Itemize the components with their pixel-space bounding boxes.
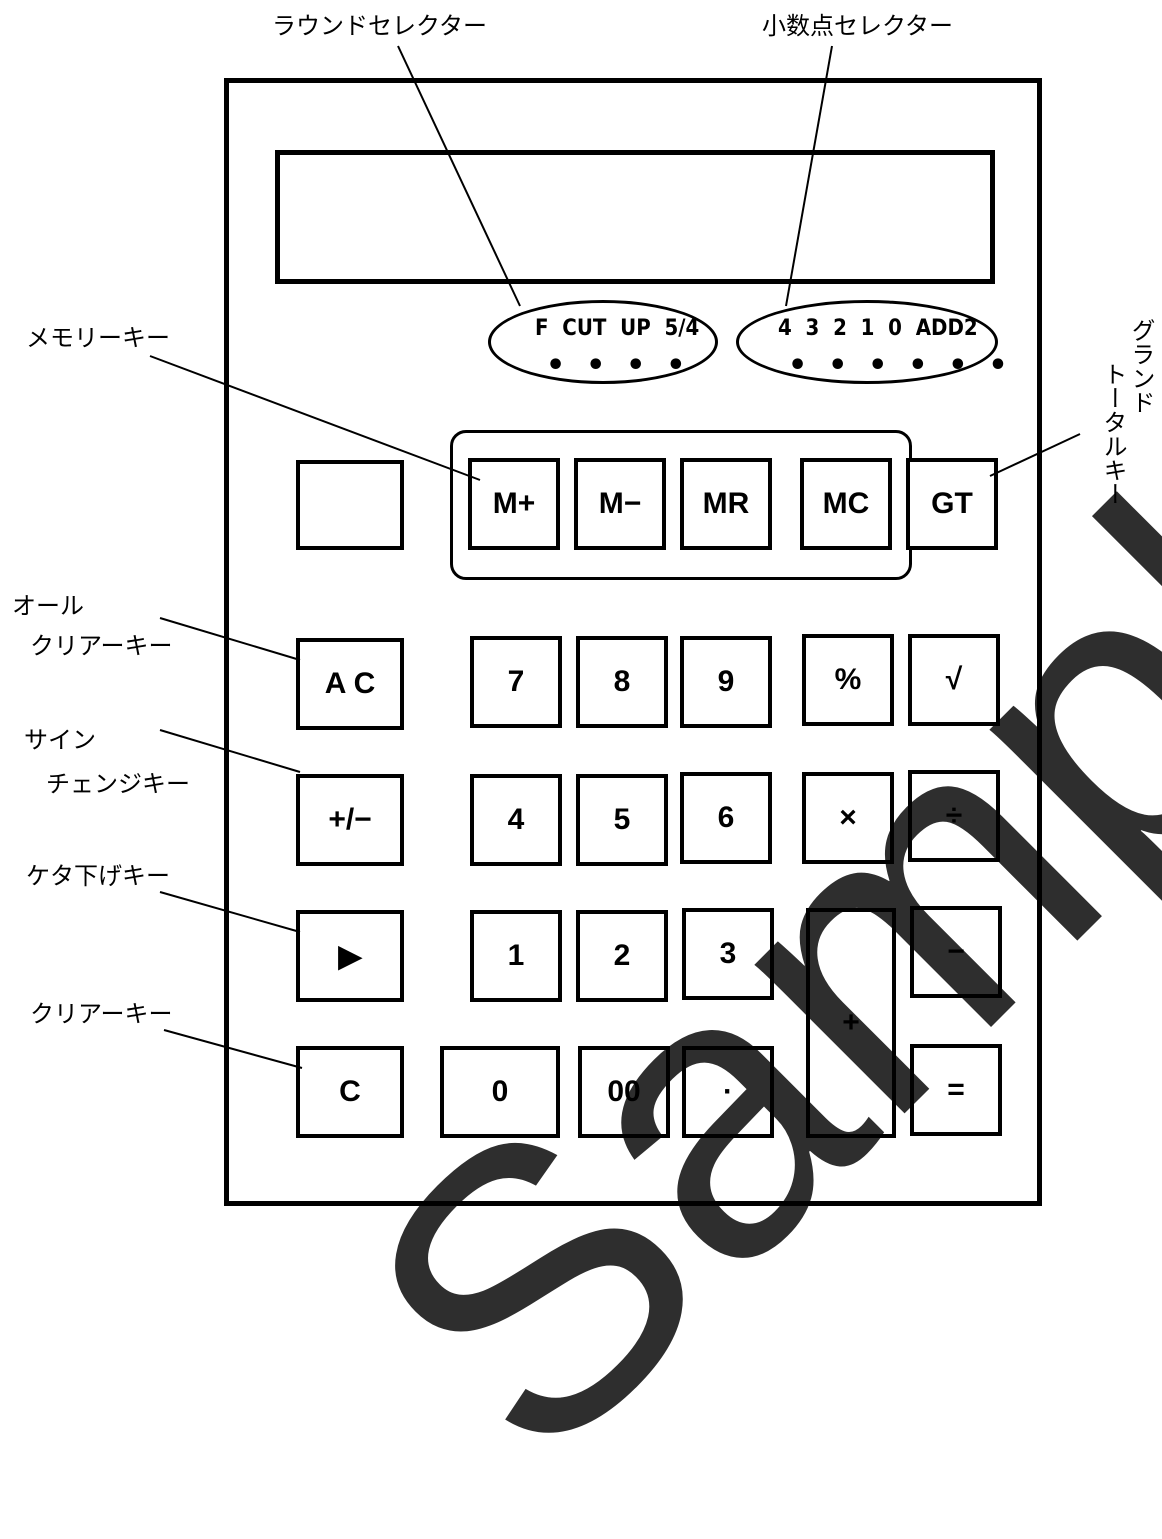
ac-key[interactable]: A C xyxy=(296,638,404,730)
sign-change-label-line2: チェンジキー xyxy=(46,770,190,798)
round-selector-dots: • • • • xyxy=(546,348,686,383)
equals-key[interactable]: = xyxy=(910,1044,1002,1136)
all-clear-label-line1: オール xyxy=(12,592,84,620)
digit-shift-leader xyxy=(159,891,301,933)
m-minus-key-label: M− xyxy=(598,487,642,520)
clear-key-callout-label: クリアーキー xyxy=(30,1000,173,1028)
m-minus-key[interactable]: M− xyxy=(574,458,666,550)
key-7-label: 7 xyxy=(507,665,525,698)
calculator-body xyxy=(224,78,1042,1206)
percent-key[interactable]: % xyxy=(802,634,894,726)
key-5[interactable]: 5 xyxy=(576,774,668,866)
sqrt-key-label: √ xyxy=(945,663,963,696)
key-00-label: 00 xyxy=(607,1075,641,1108)
divide-key[interactable]: ÷ xyxy=(908,770,1000,862)
digit-shift-key-label: ▶ xyxy=(338,939,362,973)
round-selector-options: F CUT UP 5/4 xyxy=(535,316,700,341)
key-4[interactable]: 4 xyxy=(470,774,562,866)
key-1[interactable]: 1 xyxy=(470,910,562,1002)
key-2-label: 2 xyxy=(613,939,631,972)
key-4-label: 4 xyxy=(507,803,525,836)
mc-key-label: MC xyxy=(822,487,870,520)
clear-key-label: C xyxy=(339,1075,361,1108)
sign-change-label-line1: サイン xyxy=(24,726,96,754)
decimal-point-key-label: · xyxy=(723,1075,733,1108)
blank-key[interactable] xyxy=(296,460,404,550)
all-clear-leader xyxy=(159,617,301,661)
sign-change-leader xyxy=(159,729,301,773)
digit-shift-label: ケタ下げキー xyxy=(26,862,170,890)
key-0[interactable]: 0 xyxy=(440,1046,560,1138)
key-8-label: 8 xyxy=(613,665,631,698)
minus-key[interactable]: − xyxy=(910,906,1002,998)
minus-key-label: − xyxy=(947,935,965,968)
decimal-selector-options: 4 3 2 1 0 ADD2 xyxy=(778,316,978,341)
grand-total-leader xyxy=(989,433,1081,477)
mc-key[interactable]: MC xyxy=(800,458,892,550)
times-key-label: × xyxy=(839,801,857,834)
mr-key[interactable]: MR xyxy=(680,458,772,550)
key-6[interactable]: 6 xyxy=(680,772,772,864)
ac-key-label: A C xyxy=(324,667,376,700)
sign-change-key[interactable]: +/− xyxy=(296,774,404,866)
plus-key-label: + xyxy=(842,1006,860,1039)
key-5-label: 5 xyxy=(613,803,631,836)
sign-change-key-label: +/− xyxy=(328,803,372,836)
clear-key[interactable]: C xyxy=(296,1046,404,1138)
key-6-label: 6 xyxy=(717,801,735,834)
percent-key-label: % xyxy=(834,663,862,696)
key-2[interactable]: 2 xyxy=(576,910,668,1002)
key-7[interactable]: 7 xyxy=(470,636,562,728)
mr-key-label: MR xyxy=(702,487,750,520)
round-selector-label: ラウンドセレクター xyxy=(272,12,488,40)
digit-shift-key[interactable]: ▶ xyxy=(296,910,404,1002)
key-1-label: 1 xyxy=(507,939,525,972)
clear-key-leader xyxy=(163,1029,303,1069)
key-9-label: 9 xyxy=(717,665,735,698)
display-window xyxy=(275,150,995,284)
m-plus-key-label: M+ xyxy=(492,487,536,520)
gt-key[interactable]: GT xyxy=(906,458,998,550)
key-0-label: 0 xyxy=(491,1075,509,1108)
sqrt-key[interactable]: √ xyxy=(908,634,1000,726)
all-clear-label-line2: クリアーキー xyxy=(30,632,173,660)
m-plus-key[interactable]: M+ xyxy=(468,458,560,550)
decimal-selector-dots: • • • • • • xyxy=(788,348,1008,383)
grand-total-label-line2: トータルキー xyxy=(1099,362,1127,506)
key-9[interactable]: 9 xyxy=(680,636,772,728)
equals-key-label: = xyxy=(947,1073,965,1106)
key-3-label: 3 xyxy=(719,937,737,970)
decimal-selector[interactable] xyxy=(736,300,998,384)
grand-total-label-line1: グランド xyxy=(1127,318,1155,414)
plus-key[interactable]: + xyxy=(806,908,896,1138)
key-00[interactable]: 00 xyxy=(578,1046,670,1138)
round-selector[interactable] xyxy=(488,300,718,384)
divide-key-label: ÷ xyxy=(945,799,963,832)
round-selector-leader xyxy=(397,45,521,307)
leader-lines xyxy=(149,45,1081,1069)
decimal-point-key[interactable]: · xyxy=(682,1046,774,1138)
times-key[interactable]: × xyxy=(802,772,894,864)
decimal-selector-leader xyxy=(785,45,833,307)
gt-key-label: GT xyxy=(931,487,973,520)
memory-key-leader xyxy=(149,355,481,481)
memory-key-label: メモリーキー xyxy=(26,324,170,352)
key-3[interactable]: 3 xyxy=(682,908,774,1000)
key-8[interactable]: 8 xyxy=(576,636,668,728)
decimal-selector-label: 小数点セレクター xyxy=(762,12,954,40)
